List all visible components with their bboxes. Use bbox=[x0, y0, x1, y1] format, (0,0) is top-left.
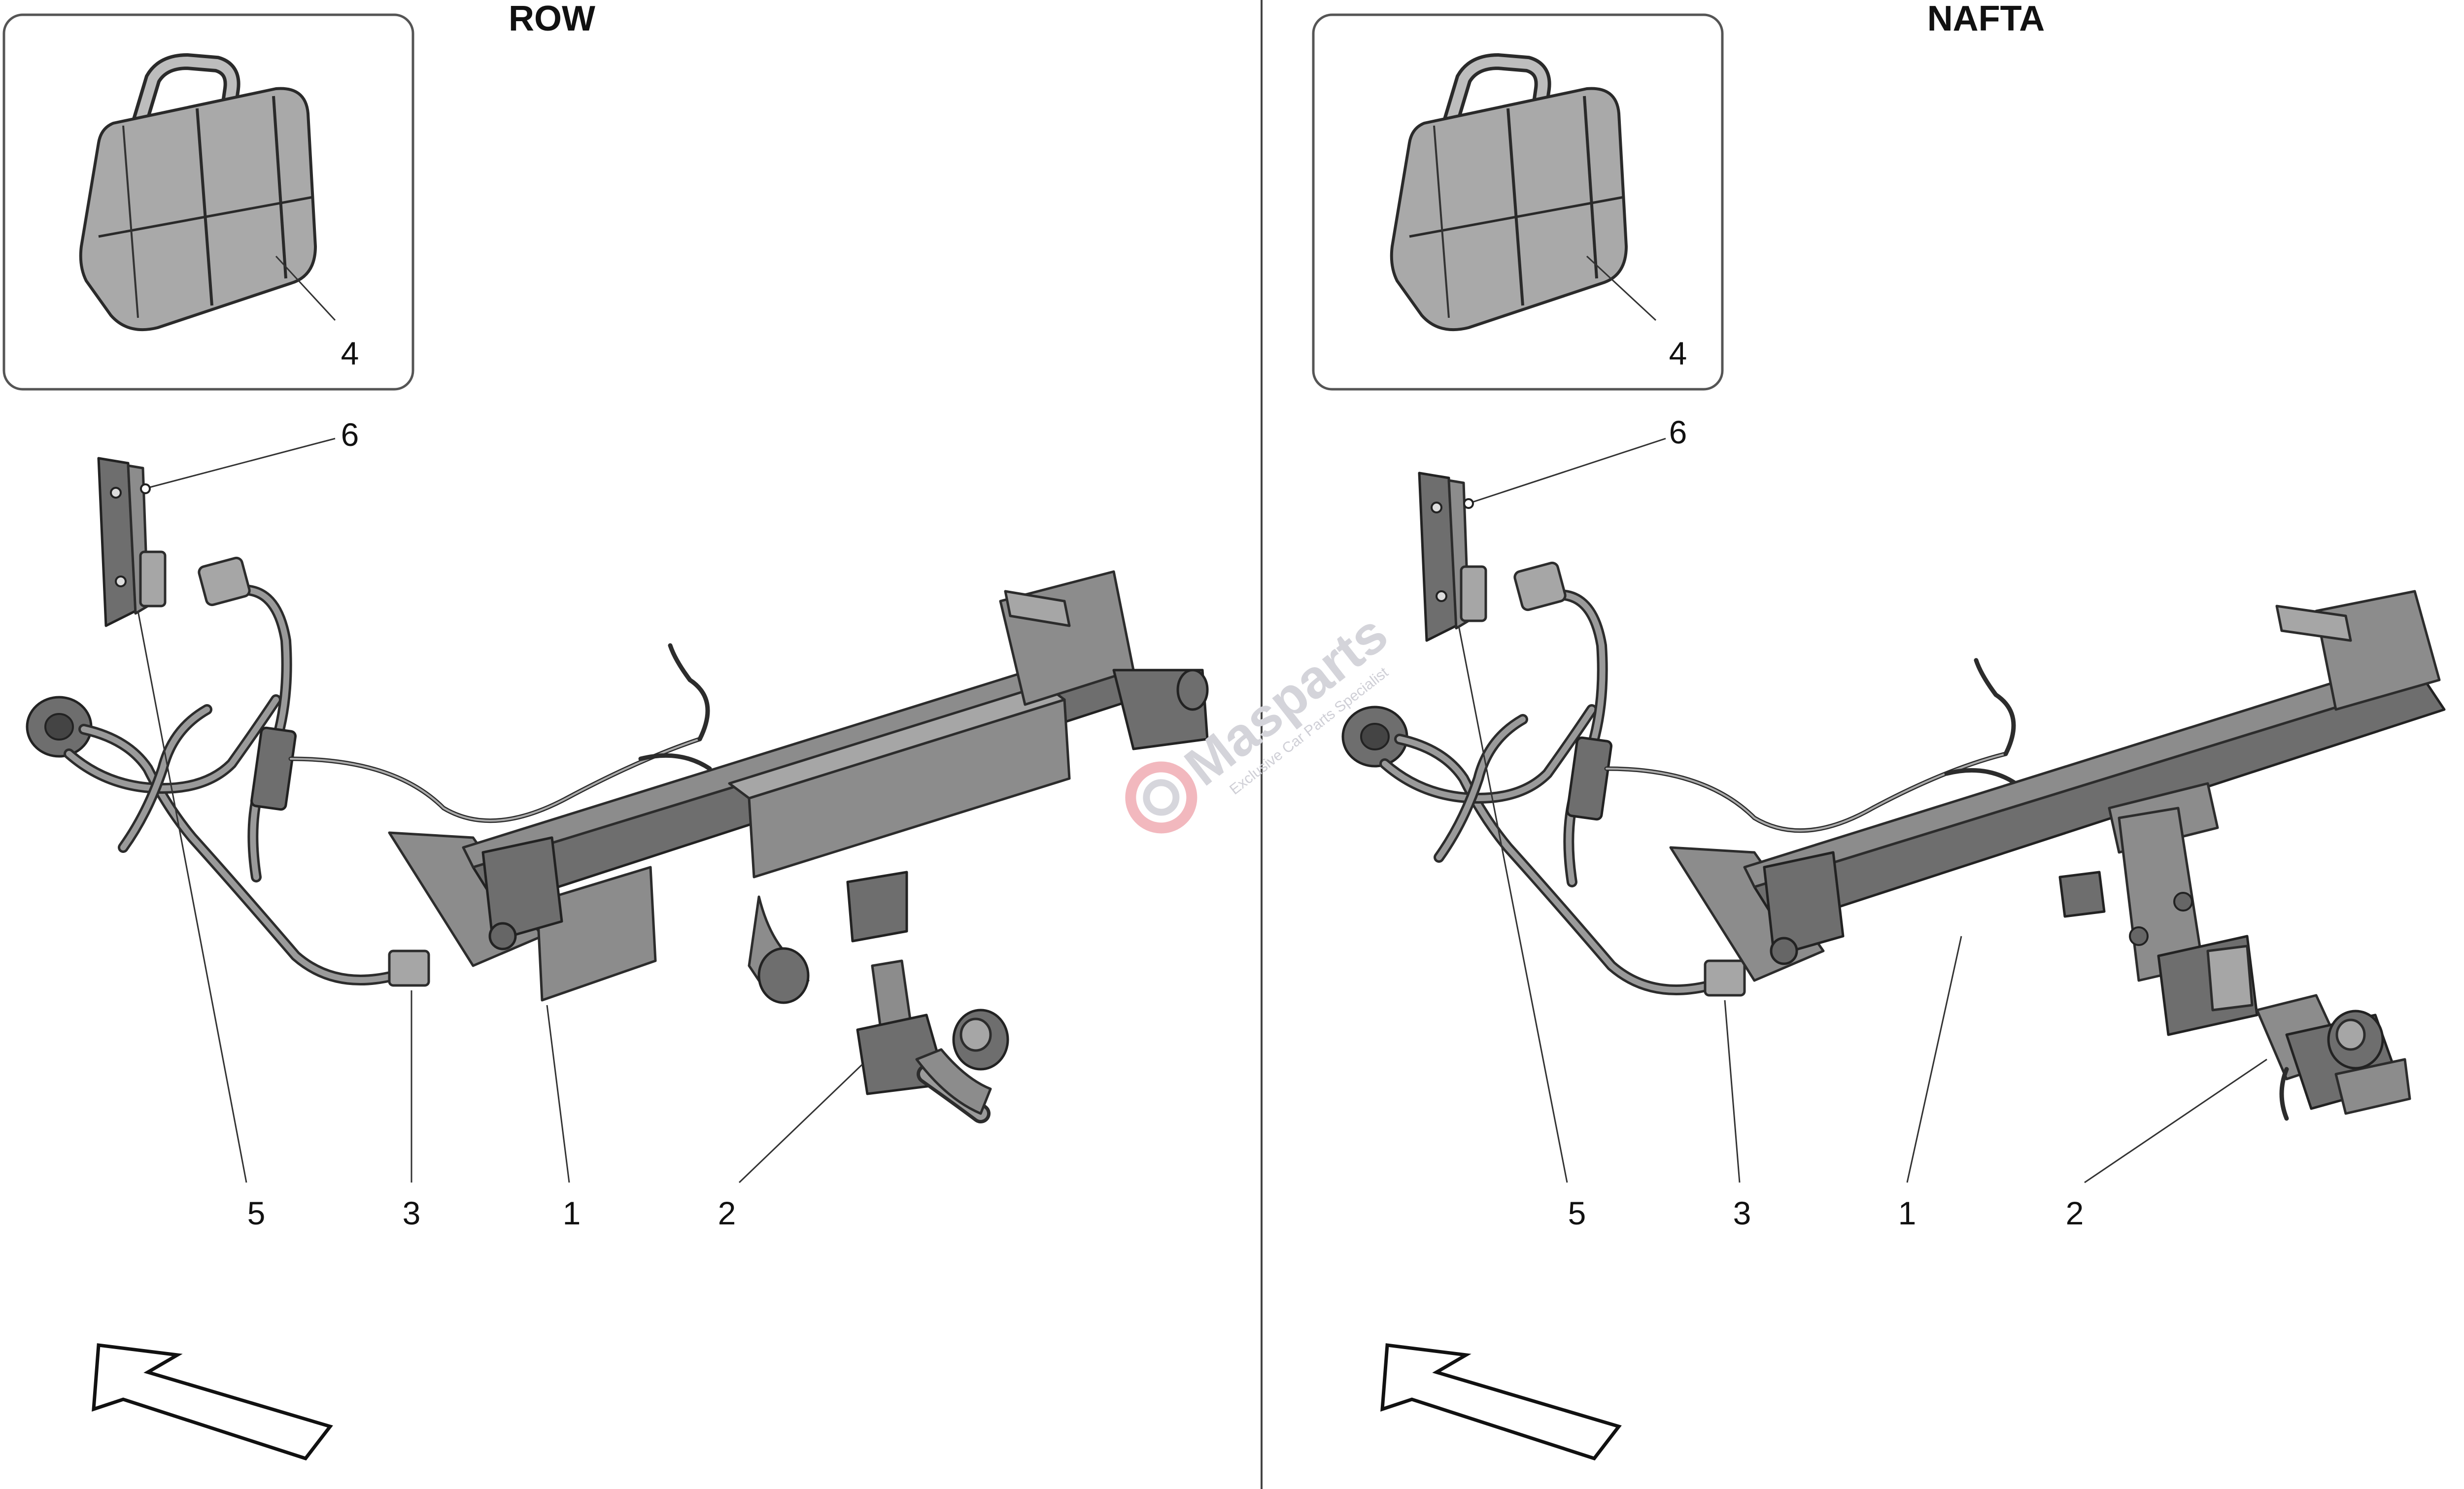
callout-6-row: 6 bbox=[341, 416, 359, 453]
callout-3-row: 3 bbox=[403, 1195, 421, 1231]
callout-2-nafta: 2 bbox=[2066, 1195, 2084, 1231]
callout-5-row: 5 bbox=[247, 1195, 266, 1231]
watermark-gear-icon bbox=[1125, 761, 1198, 834]
callout-1-row: 1 bbox=[563, 1195, 581, 1231]
inset-box-row: 4 bbox=[2, 13, 414, 391]
wiring-harness-nafta bbox=[1341, 561, 2018, 997]
vehicle-front-arrow-icon bbox=[1380, 1343, 1622, 1461]
panel-title-row: ROW bbox=[509, 0, 595, 38]
storage-bag-icon bbox=[79, 53, 317, 332]
callout-2-row: 2 bbox=[718, 1195, 736, 1231]
inset-box-nafta: 4 bbox=[1312, 13, 1724, 391]
callout-1-nafta: 1 bbox=[1898, 1195, 1916, 1231]
callout-3-nafta: 3 bbox=[1733, 1195, 1751, 1231]
tow-bar-crossmember-nafta bbox=[1669, 590, 2446, 1036]
callout-6-nafta: 6 bbox=[1669, 414, 1687, 450]
tow-bar-crossmember-row bbox=[388, 570, 1209, 1004]
control-module-nafta bbox=[1418, 472, 1487, 642]
callout-5-nafta: 5 bbox=[1568, 1195, 1586, 1231]
storage-bag-icon bbox=[1390, 53, 1628, 332]
vehicle-front-arrow-icon bbox=[92, 1343, 333, 1461]
panel-title-nafta: NAFTA bbox=[1927, 0, 2045, 38]
detachable-tow-ball-row bbox=[856, 959, 1009, 1123]
panel-nafta: NAFTA 4 6 bbox=[1312, 0, 2446, 1461]
wiring-harness-row bbox=[26, 556, 712, 987]
watermark-brand: Masparts bbox=[1174, 603, 1399, 797]
callout-4-row: 4 bbox=[341, 335, 359, 372]
ball-mount-nafta bbox=[2256, 994, 2411, 1121]
callout-4-nafta: 4 bbox=[1669, 335, 1687, 372]
panel-row: ROW 4 6 bbox=[2, 0, 1209, 1461]
control-module-row bbox=[97, 457, 167, 627]
